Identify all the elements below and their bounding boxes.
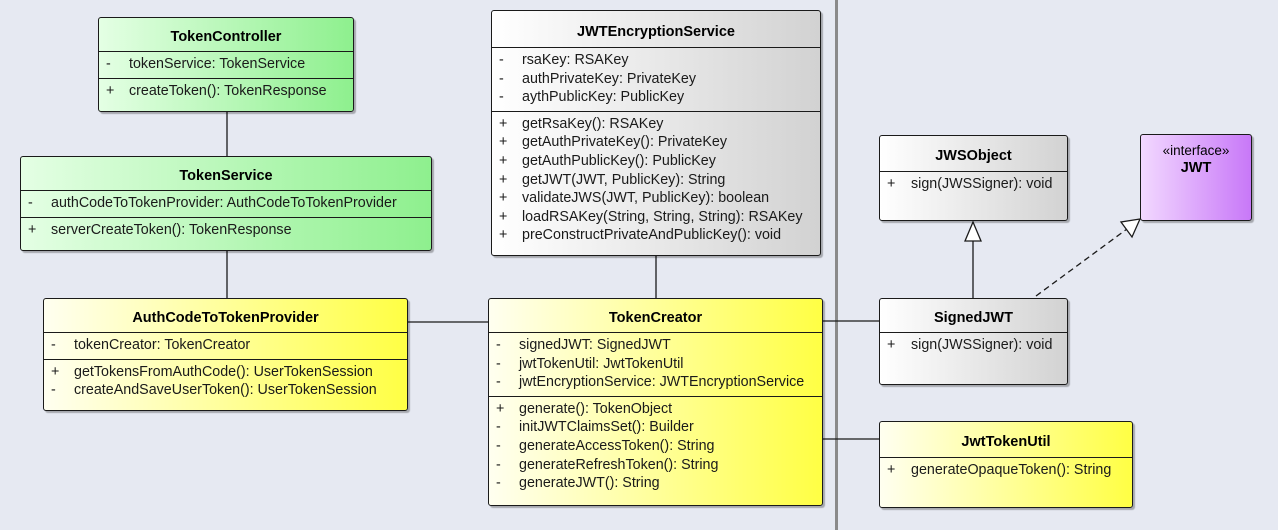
interface-jwt[interactable]: «interface» JWT bbox=[1140, 134, 1252, 221]
class-name: TokenService bbox=[179, 168, 273, 184]
operation-row: -generateJWT(): String bbox=[496, 475, 660, 492]
attribute-row: -tokenCreator: TokenCreator bbox=[51, 337, 251, 353]
operation-row: +getAuthPublicKey(): PublicKey bbox=[499, 152, 716, 169]
attribute-row: -authCodeToTokenProvider: AuthCodeToToke… bbox=[28, 195, 397, 211]
class-token-service[interactable]: TokenService -authCodeToTokenProvider: A… bbox=[20, 156, 432, 251]
operation-row: +serverCreateToken(): TokenResponse bbox=[28, 221, 292, 238]
operation-row: +getTokensFromAuthCode(): UserTokenSessi… bbox=[51, 363, 373, 380]
operation-row: -generateAccessToken(): String bbox=[496, 437, 715, 454]
operation-row: +validateJWS(JWT, PublicKey): boolean bbox=[499, 190, 770, 207]
operation-row: +createToken(): TokenResponse bbox=[106, 82, 327, 99]
operation-row: -initJWTClaimsSet(): Builder bbox=[496, 419, 694, 436]
operation-row: +sign(JWSSigner): void bbox=[887, 176, 1053, 192]
realization-signedjwt-jwt bbox=[1035, 228, 1128, 297]
class-name: JwtTokenUtil bbox=[961, 434, 1051, 450]
attribute-row: -authPrivateKey: PrivateKey bbox=[499, 70, 697, 87]
class-name: JWTEncryptionService bbox=[577, 24, 735, 40]
class-name: SignedJWT bbox=[934, 310, 1013, 326]
class-jwt-token-util[interactable]: JwtTokenUtil +generateOpaqueToken(): Str… bbox=[879, 421, 1133, 508]
class-name: JWSObject bbox=[935, 148, 1012, 164]
class-name: TokenCreator bbox=[608, 310, 703, 326]
realization-arrowhead bbox=[1119, 218, 1142, 239]
attribute-row: -rsaKey: RSAKey bbox=[499, 52, 629, 68]
class-jwt-encryption-service[interactable]: JWTEncryptionService -rsaKey: RSAKey -au… bbox=[491, 10, 821, 256]
class-auth-code-to-token-provider[interactable]: AuthCodeToTokenProvider -tokenCreator: T… bbox=[43, 298, 408, 411]
attribute-row: -jwtEncryptionService: JWTEncryptionServ… bbox=[496, 374, 805, 391]
operation-row: -generateRefreshToken(): String bbox=[496, 456, 719, 473]
attribute-row: -signedJWT: SignedJWT bbox=[496, 337, 671, 353]
interface-stereotype: «interface» bbox=[1162, 143, 1230, 158]
class-token-creator[interactable]: TokenCreator -signedJWT: SignedJWT -jwtT… bbox=[488, 298, 823, 506]
class-name: JWT bbox=[1180, 160, 1212, 176]
operation-row: -createAndSaveUserToken(): UserTokenSess… bbox=[51, 382, 377, 399]
operation-row: +getAuthPrivateKey(): PrivateKey bbox=[499, 134, 728, 151]
operation-row: +getRsaKey(): RSAKey bbox=[499, 115, 664, 132]
attribute-row: -tokenService: TokenService bbox=[106, 56, 306, 72]
attribute-row: -jwtTokenUtil: JwtTokenUtil bbox=[496, 355, 684, 372]
generalization-arrowhead bbox=[964, 220, 982, 242]
operation-row: +sign(JWSSigner): void bbox=[887, 337, 1053, 353]
swimlane-divider bbox=[835, 0, 838, 530]
attribute-row: -aythPublicKey: PublicKey bbox=[499, 89, 685, 106]
operation-row: +generate(): TokenObject bbox=[496, 400, 673, 417]
operation-row: +getJWT(JWT, PublicKey): String bbox=[499, 171, 726, 188]
class-signed-jwt[interactable]: SignedJWT +sign(JWSSigner): void bbox=[879, 298, 1068, 385]
class-jws-object[interactable]: JWSObject +sign(JWSSigner): void bbox=[879, 135, 1068, 221]
class-token-controller[interactable]: TokenController -tokenService: TokenServ… bbox=[98, 17, 354, 112]
operation-row: +preConstructPrivateAndPublicKey(): void bbox=[499, 227, 782, 244]
class-name: AuthCodeToTokenProvider bbox=[132, 310, 319, 326]
operation-row: +generateOpaqueToken(): String bbox=[887, 462, 1112, 478]
operation-row: +loadRSAKey(String, String, String): RSA… bbox=[499, 208, 803, 225]
class-name: TokenController bbox=[170, 29, 282, 45]
